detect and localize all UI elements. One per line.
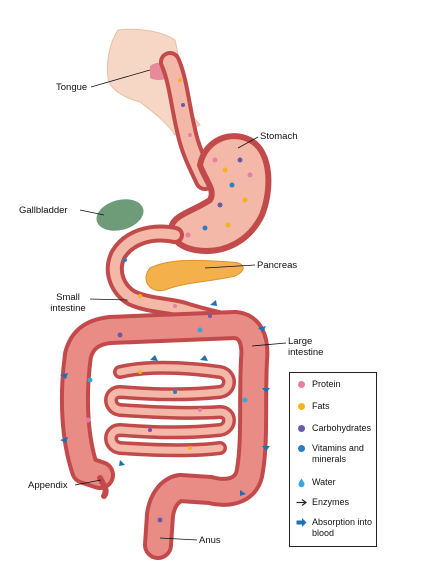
fats-dot-icon (296, 401, 307, 412)
label-tongue: Tongue (56, 82, 88, 93)
label-anus: Anus (199, 535, 221, 546)
label-small-intestine-line2: intestine (50, 303, 86, 314)
small-intestine-coils (104, 360, 236, 458)
label-large-intestine-line1: Large (288, 336, 313, 347)
stomach-shape (168, 133, 272, 254)
gallbladder-shape (96, 199, 144, 231)
appendix-shape (97, 475, 109, 499)
pancreas-shape (145, 259, 244, 292)
legend: Protein Fats Carbohydrates Vitamins and … (289, 372, 377, 547)
legend-item-enzymes: Enzymes (296, 497, 378, 508)
label-appendix: Appendix (28, 480, 68, 491)
vitamins-dot-icon (296, 443, 307, 454)
legend-item-protein: Protein (296, 379, 378, 390)
absorption-arrow-icon (296, 517, 307, 528)
legend-item-vitamins: Vitamins and minerals (296, 443, 378, 465)
label-small-intestine: Small intestine (46, 292, 90, 314)
label-gallbladder: Gallbladder (19, 205, 68, 216)
protein-dot-icon (296, 379, 307, 390)
label-small-intestine-line1: Small (56, 292, 80, 303)
legend-item-absorption: Absorption into blood (296, 517, 378, 539)
label-large-intestine-line2: intestine (288, 347, 324, 358)
label-stomach: Stomach (260, 131, 298, 142)
label-pancreas: Pancreas (257, 260, 298, 271)
label-large-intestine: Large intestine (288, 336, 323, 358)
absorption-arrows (60, 300, 270, 496)
nutrient-dots (85, 78, 253, 523)
legend-item-carbohydrates: Carbohydrates (296, 423, 378, 434)
legend-item-fats: Fats (296, 401, 378, 412)
carbohydrates-dot-icon (296, 423, 307, 434)
enzyme-arrow-icon (296, 497, 307, 508)
water-drop-icon (296, 477, 307, 488)
leader-lines (74, 69, 287, 541)
legend-item-water: Water (296, 477, 378, 488)
